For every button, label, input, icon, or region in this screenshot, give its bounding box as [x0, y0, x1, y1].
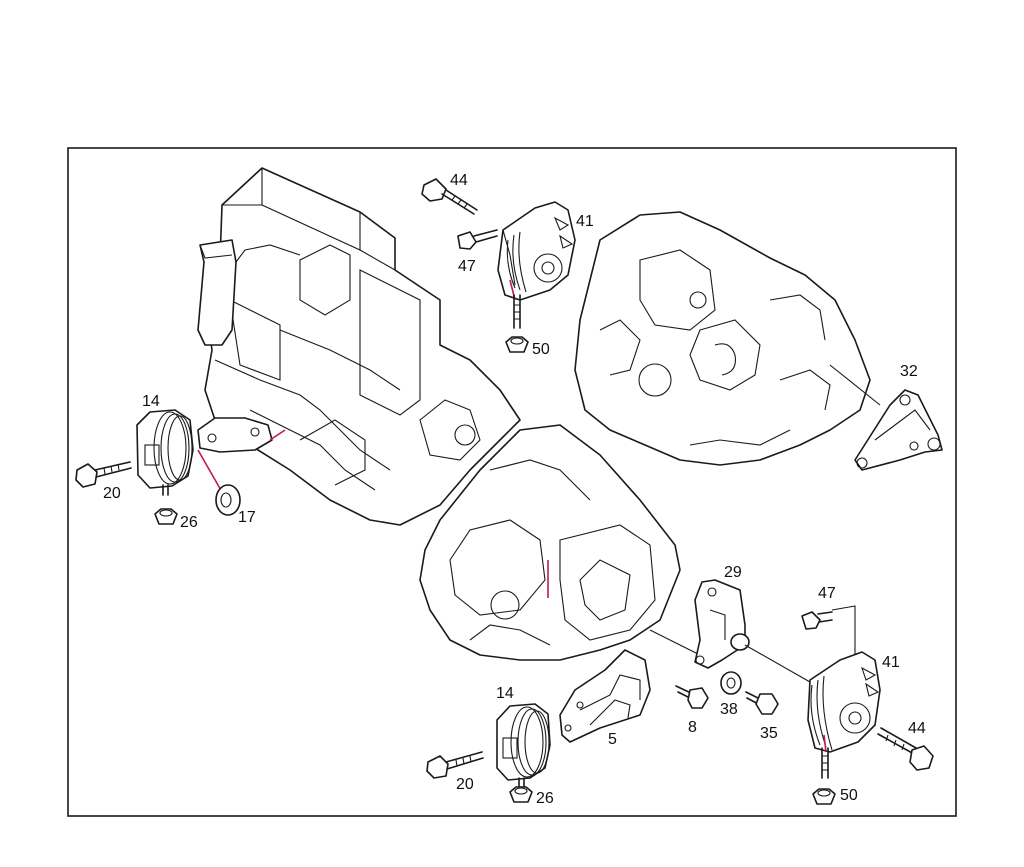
callout-50-lower: 50 [840, 787, 858, 804]
gearbox-illustration [574, 211, 881, 466]
left-nut-26 [154, 508, 178, 525]
callout-47-top: 47 [458, 258, 476, 275]
engine-block-illustration [197, 167, 521, 526]
callout-26-left: 26 [180, 514, 198, 531]
lower-nut-50 [812, 788, 836, 805]
callout-29: 29 [724, 564, 742, 581]
callout-41-top: 41 [576, 213, 594, 230]
callout-14-lower: 14 [496, 685, 514, 702]
washer-38 [720, 671, 742, 695]
top-nut-50 [505, 336, 529, 353]
lower-mount-41 [807, 651, 881, 779]
lower-mount-14 [496, 703, 551, 789]
lower-nut-26 [509, 786, 533, 803]
callout-20-left: 20 [103, 485, 121, 502]
top-bolt-44 [421, 178, 478, 215]
bolt-8 [675, 685, 709, 709]
callout-26-lower: 26 [536, 790, 554, 807]
lower-bolt-47 [801, 605, 856, 655]
callout-44-top: 44 [450, 172, 468, 189]
callout-41-lower: 41 [882, 654, 900, 671]
callout-17: 17 [238, 509, 256, 526]
lower-bolt-20 [426, 751, 484, 779]
callout-5: 5 [608, 731, 617, 748]
transmission-illustration [419, 424, 701, 661]
top-mount-41 [497, 201, 576, 329]
top-bolt-47 [457, 229, 498, 250]
bracket-29 [694, 579, 811, 683]
callout-32: 32 [900, 363, 918, 380]
lower-bolt-44 [877, 727, 934, 771]
callout-8: 8 [688, 719, 697, 736]
left-mount-14 [136, 409, 194, 496]
callout-47-lower: 47 [818, 585, 836, 602]
callout-20-lower: 20 [456, 776, 474, 793]
callout-44-lower: 44 [908, 720, 926, 737]
callout-38: 38 [720, 701, 738, 718]
callout-35: 35 [760, 725, 778, 742]
bracket-5 [559, 649, 651, 743]
diagram-frame [67, 147, 957, 817]
left-bolt-20 [75, 461, 132, 488]
transmission-bracket-32 [854, 389, 943, 471]
bolt-35 [745, 691, 779, 715]
callout-50-top: 50 [532, 341, 550, 358]
callout-14-left: 14 [142, 393, 160, 410]
left-washer-17 [197, 449, 241, 516]
